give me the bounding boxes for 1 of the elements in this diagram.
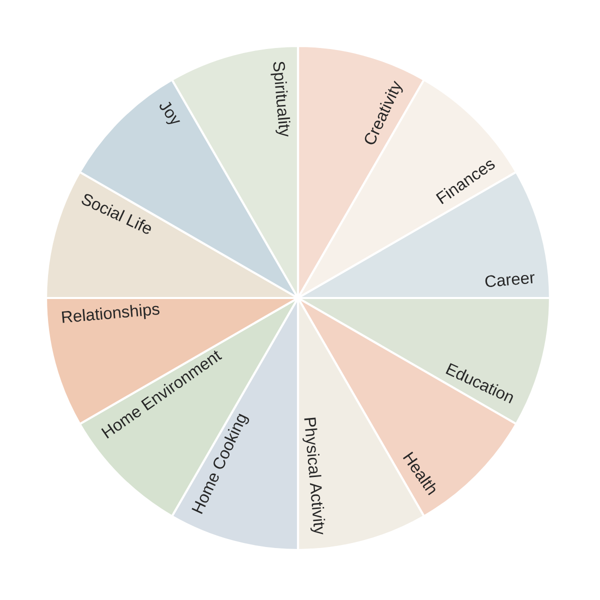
wheel-segment: Social Life xyxy=(44,170,300,300)
